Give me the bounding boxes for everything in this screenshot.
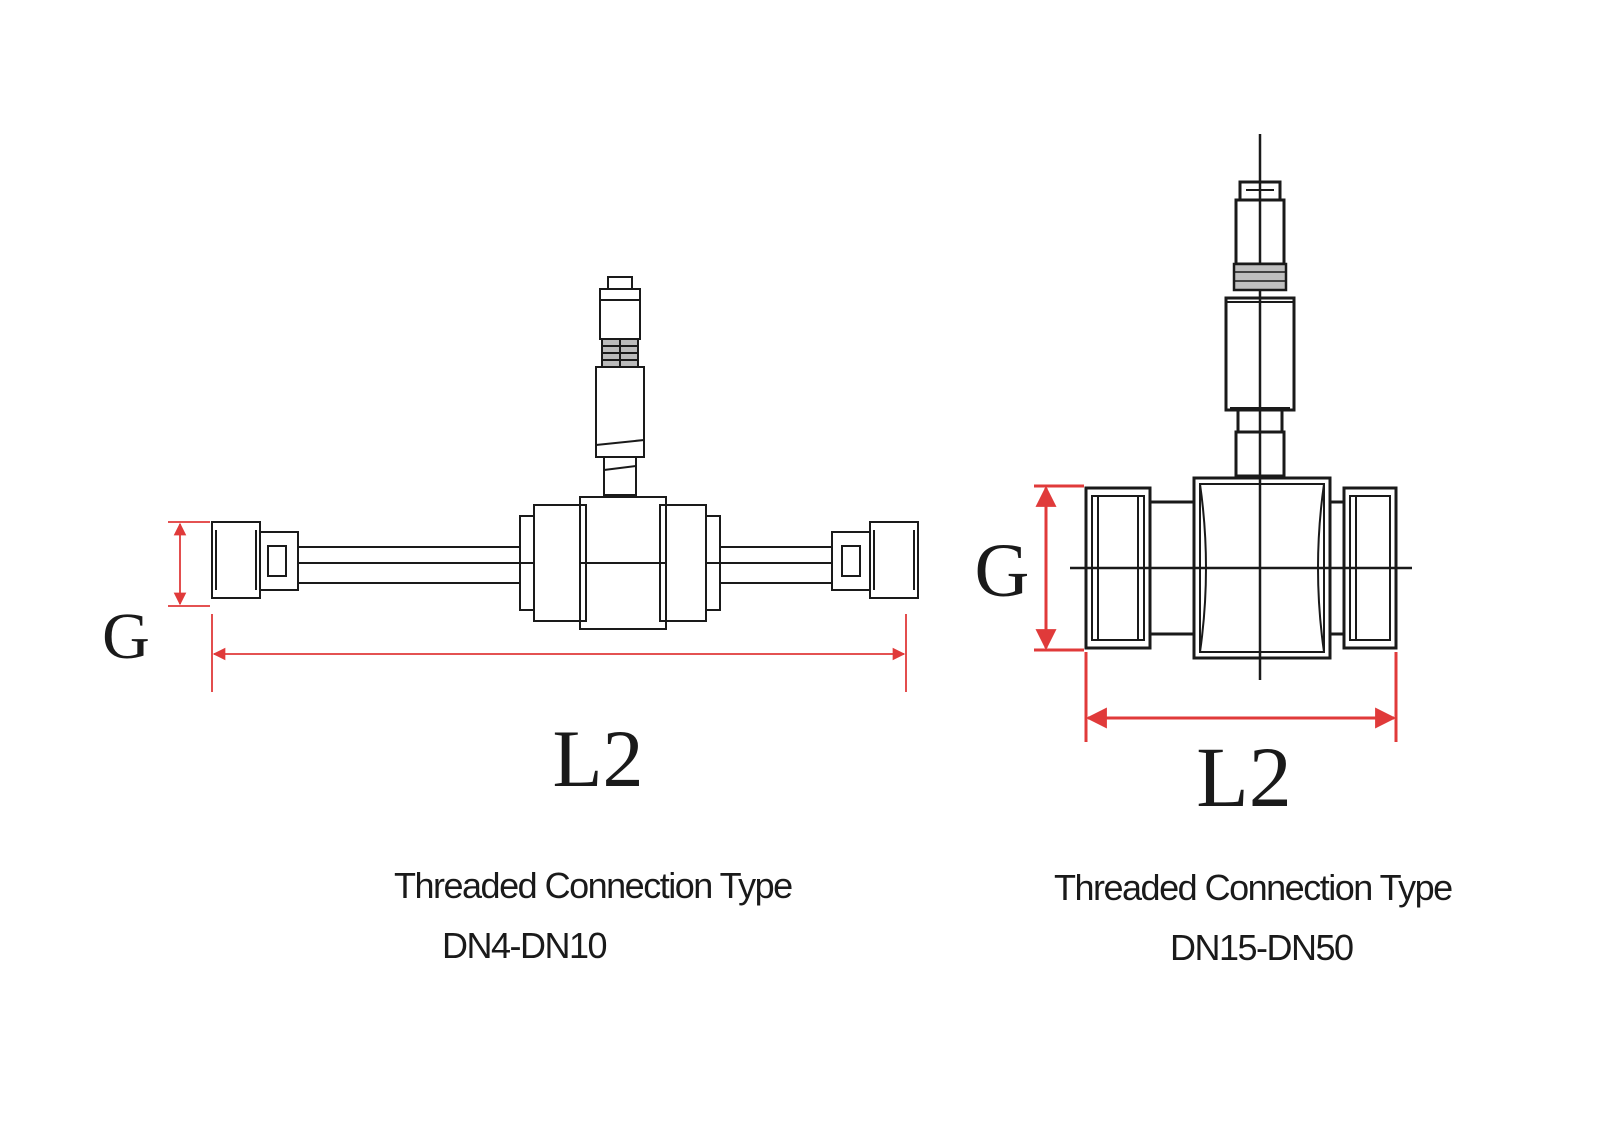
left-flowmeter-drawing	[211, 276, 919, 630]
right-dimension-lines	[1034, 484, 1398, 742]
right-caption-connection-type: Threaded Connection Type	[1054, 867, 1452, 908]
left-caption-connection-type: Threaded Connection Type	[394, 865, 792, 906]
right-connector	[1224, 180, 1296, 478]
left-dimension-lines	[168, 521, 907, 692]
left-connector	[595, 276, 645, 496]
left-dim-g-label: G	[102, 600, 150, 673]
left-caption-size-range: DN4-DN10	[442, 925, 607, 966]
left-end-fitting	[211, 521, 299, 599]
left-pipes	[297, 546, 833, 584]
left-meter-body	[519, 496, 721, 630]
right-caption-size-range: DN15-DN50	[1170, 927, 1353, 968]
right-flowmeter-drawing	[1070, 134, 1412, 680]
left-dim-l2-label: L2	[552, 713, 643, 804]
right-dim-l2-label: L2	[1196, 729, 1292, 825]
right-end-fitting	[831, 521, 919, 599]
right-dim-g-label: G	[975, 529, 1030, 613]
